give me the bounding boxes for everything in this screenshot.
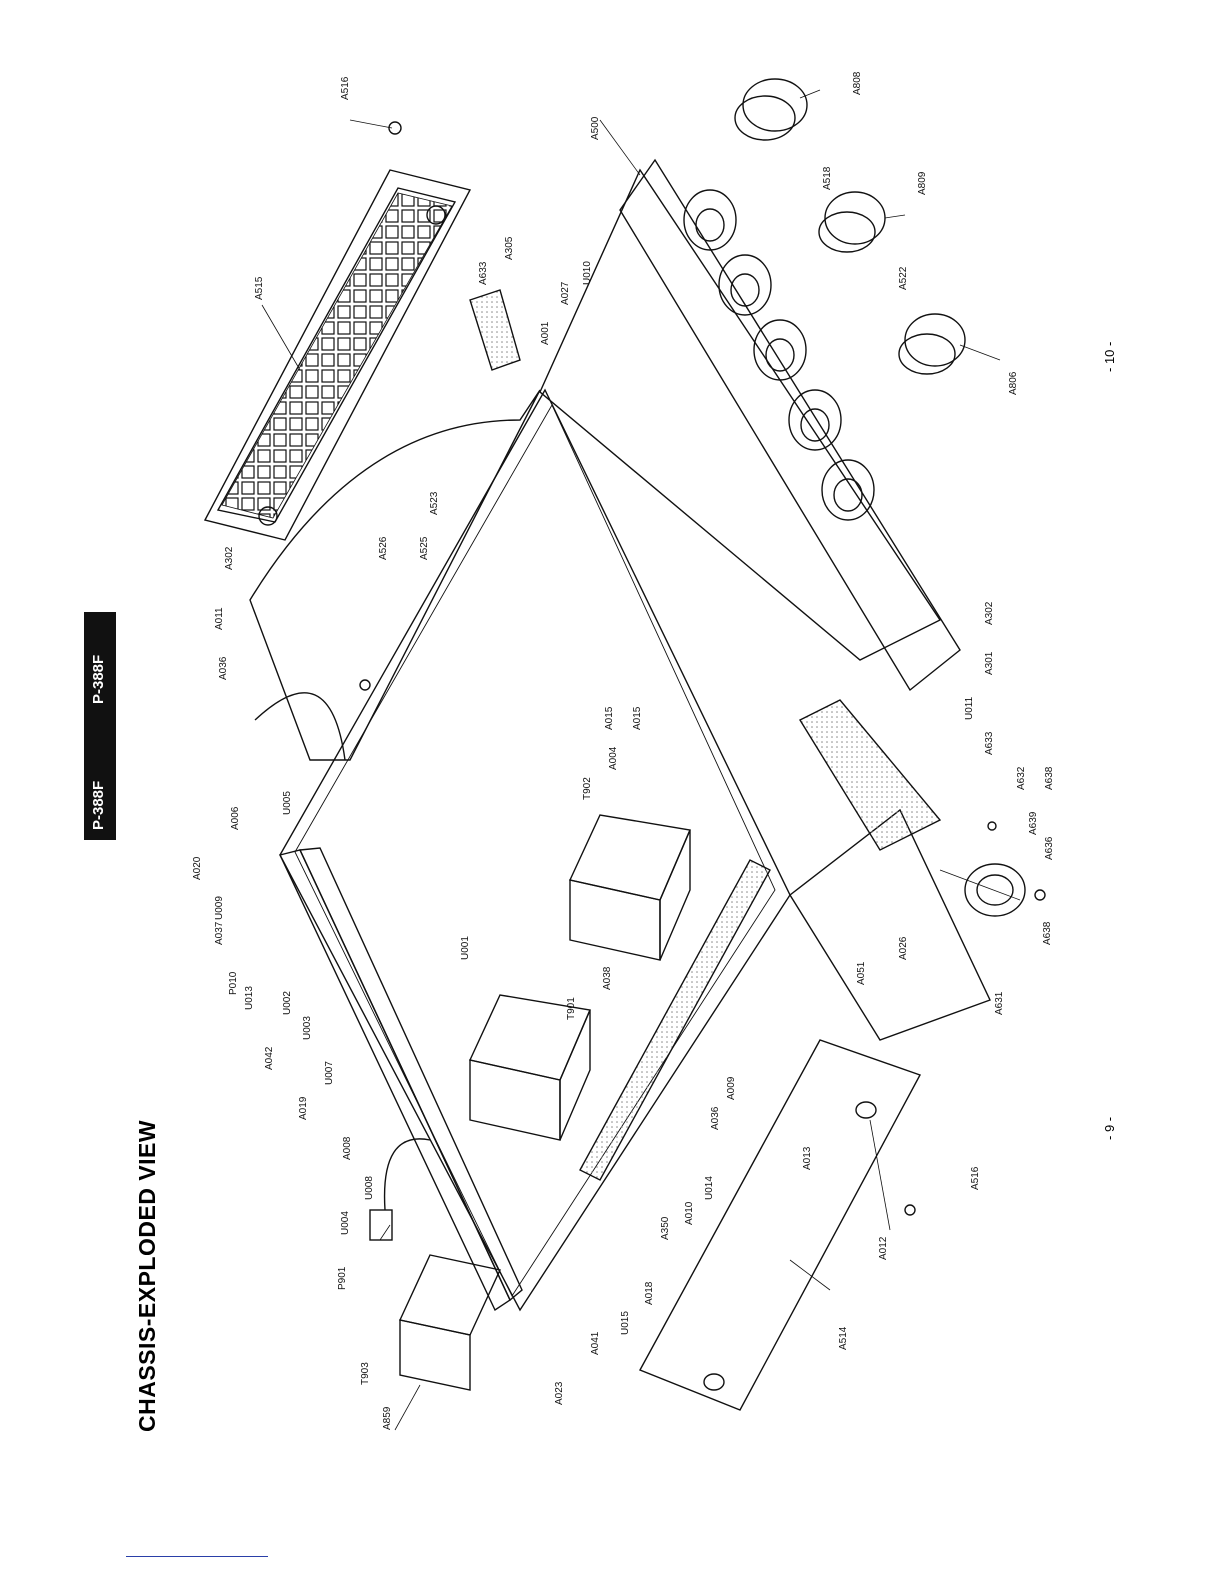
screw-a516-bottom <box>904 1204 916 1216</box>
knob-a808 <box>734 78 808 141</box>
callout-a522: A522 <box>898 266 909 290</box>
screw-a638 <box>1034 889 1046 901</box>
callout-a516-top: A516 <box>340 76 351 100</box>
transformer-t903 <box>398 1254 502 1391</box>
screw-a516-top <box>388 121 402 135</box>
callout-a638-a: A638 <box>1044 766 1055 790</box>
callout-a004: A004 <box>608 746 619 770</box>
screw-a036 <box>359 679 371 691</box>
callout-u015: U015 <box>620 1311 631 1335</box>
callout-a042: A042 <box>264 1046 275 1070</box>
callout-u004: U004 <box>340 1211 351 1235</box>
callout-a859: A859 <box>382 1406 393 1430</box>
callout-a806: A806 <box>1008 371 1019 395</box>
callout-a011: A011 <box>214 607 225 630</box>
front-panel-a500 <box>539 158 961 692</box>
callout-a008: A008 <box>342 1136 353 1160</box>
callout-a012: A012 <box>878 1236 889 1260</box>
callout-u010: U010 <box>582 261 593 285</box>
knob-a806 <box>898 313 966 375</box>
callout-u009: U009 <box>214 896 225 920</box>
callout-a018: A018 <box>644 1281 655 1305</box>
bottom-panel-a631 <box>789 808 991 1041</box>
callout-a516-bottom: A516 <box>970 1166 981 1190</box>
transformer-t901 <box>469 994 591 1141</box>
callout-t901: T901 <box>566 997 577 1020</box>
callout-a515: A515 <box>254 276 265 300</box>
chassis-base-a001 <box>279 388 791 1312</box>
callout-a523: A523 <box>429 491 440 515</box>
callout-p010: P010 <box>228 971 239 995</box>
callout-a514: A514 <box>838 1326 849 1350</box>
callout-a636: A636 <box>1044 836 1055 860</box>
callout-a633-top: A633 <box>478 261 489 285</box>
callout-a302: A302 <box>224 546 235 570</box>
grille-cover-a515 <box>203 169 472 541</box>
callout-a500: A500 <box>590 116 601 140</box>
callout-a639: A639 <box>1028 811 1039 835</box>
callout-u003: U003 <box>302 1016 313 1040</box>
callout-a009: A009 <box>726 1076 737 1100</box>
model-tab: P-388F P-388F <box>84 612 116 840</box>
callout-a526: A526 <box>378 536 389 560</box>
callout-u014: U014 <box>704 1176 715 1200</box>
callout-a015-b: A015 <box>632 706 643 730</box>
callout-t902: T902 <box>582 777 593 800</box>
callout-a518: A518 <box>822 166 833 190</box>
strip-a010 <box>579 859 771 1181</box>
callout-a010: A010 <box>684 1201 695 1225</box>
callout-a036-bottom: A036 <box>710 1106 721 1130</box>
callout-a631: A631 <box>994 991 1005 1015</box>
insulator-a633-top <box>469 289 521 371</box>
callout-u001: U001 <box>460 936 471 960</box>
callout-a305: A305 <box>504 236 515 260</box>
rear-panel <box>279 847 523 1312</box>
callout-a632: A632 <box>1016 766 1027 790</box>
outer-case-a302 <box>249 389 541 761</box>
transformer-t902 <box>569 814 691 961</box>
callout-a302-right: A302 <box>984 601 995 625</box>
insulator-a633 <box>799 699 942 851</box>
screw-a639 <box>987 821 997 831</box>
callout-a036: A036 <box>218 656 229 680</box>
footer-rule <box>126 1556 268 1557</box>
callout-u011: U011 <box>964 696 975 720</box>
foot-a636 <box>964 863 1026 917</box>
callout-a027: A027 <box>560 281 571 305</box>
callout-u007: U007 <box>324 1061 335 1085</box>
power-cord-p901 <box>383 1138 431 1211</box>
knob-a809 <box>818 191 886 253</box>
callout-a013: A013 <box>802 1146 813 1170</box>
callout-u013: U013 <box>244 986 255 1010</box>
callout-a638-b: A638 <box>1042 921 1053 945</box>
callout-a038: A038 <box>602 966 613 990</box>
callout-p901: P901 <box>337 1266 348 1290</box>
callout-a525: A525 <box>419 536 430 560</box>
callout-a026: A026 <box>898 936 909 960</box>
callout-a350: A350 <box>660 1216 671 1240</box>
callout-a051: A051 <box>856 961 867 985</box>
callout-a808: A808 <box>852 71 863 95</box>
callout-a001: A001 <box>540 321 551 345</box>
callout-a015-a: A015 <box>604 706 615 730</box>
callout-a301: A301 <box>984 651 995 675</box>
plug-p901 <box>369 1209 393 1241</box>
callout-t903: T903 <box>360 1362 371 1385</box>
callout-a020: A020 <box>192 856 203 880</box>
callout-a633: A633 <box>984 731 995 755</box>
callout-u005: U005 <box>282 791 293 815</box>
callout-u008: U008 <box>364 1176 375 1200</box>
callout-a041: A041 <box>590 1331 601 1355</box>
callout-a023: A023 <box>554 1381 565 1405</box>
callout-u002: U002 <box>282 991 293 1015</box>
callout-a809: A809 <box>917 171 928 195</box>
callout-a006: A006 <box>230 806 241 830</box>
front-bar-a514 <box>639 1039 922 1411</box>
callout-a019: A019 <box>298 1096 309 1120</box>
callout-a037: A037 <box>214 921 225 945</box>
